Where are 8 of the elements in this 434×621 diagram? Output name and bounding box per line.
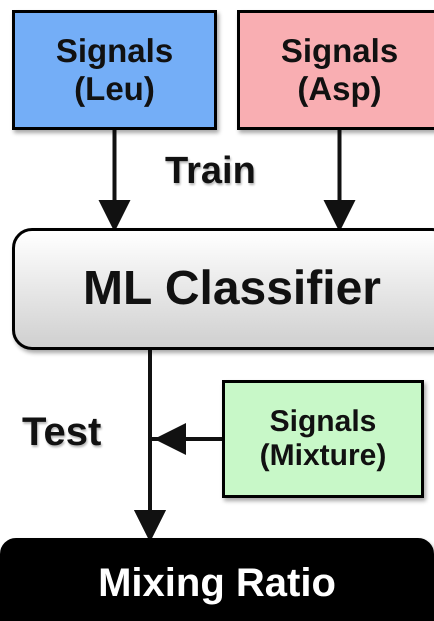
- input-box: Signals (Mixture): [222, 380, 424, 498]
- step-label: Test: [22, 410, 102, 455]
- classifier-box: ML Classifier: [12, 228, 434, 350]
- input-box: Signals (Asp): [237, 10, 434, 130]
- step-label: Train: [165, 150, 256, 193]
- input-box: Signals (Leu): [12, 10, 217, 130]
- arrow: [134, 423, 222, 538]
- output-box: Mixing Ratio: [0, 538, 434, 621]
